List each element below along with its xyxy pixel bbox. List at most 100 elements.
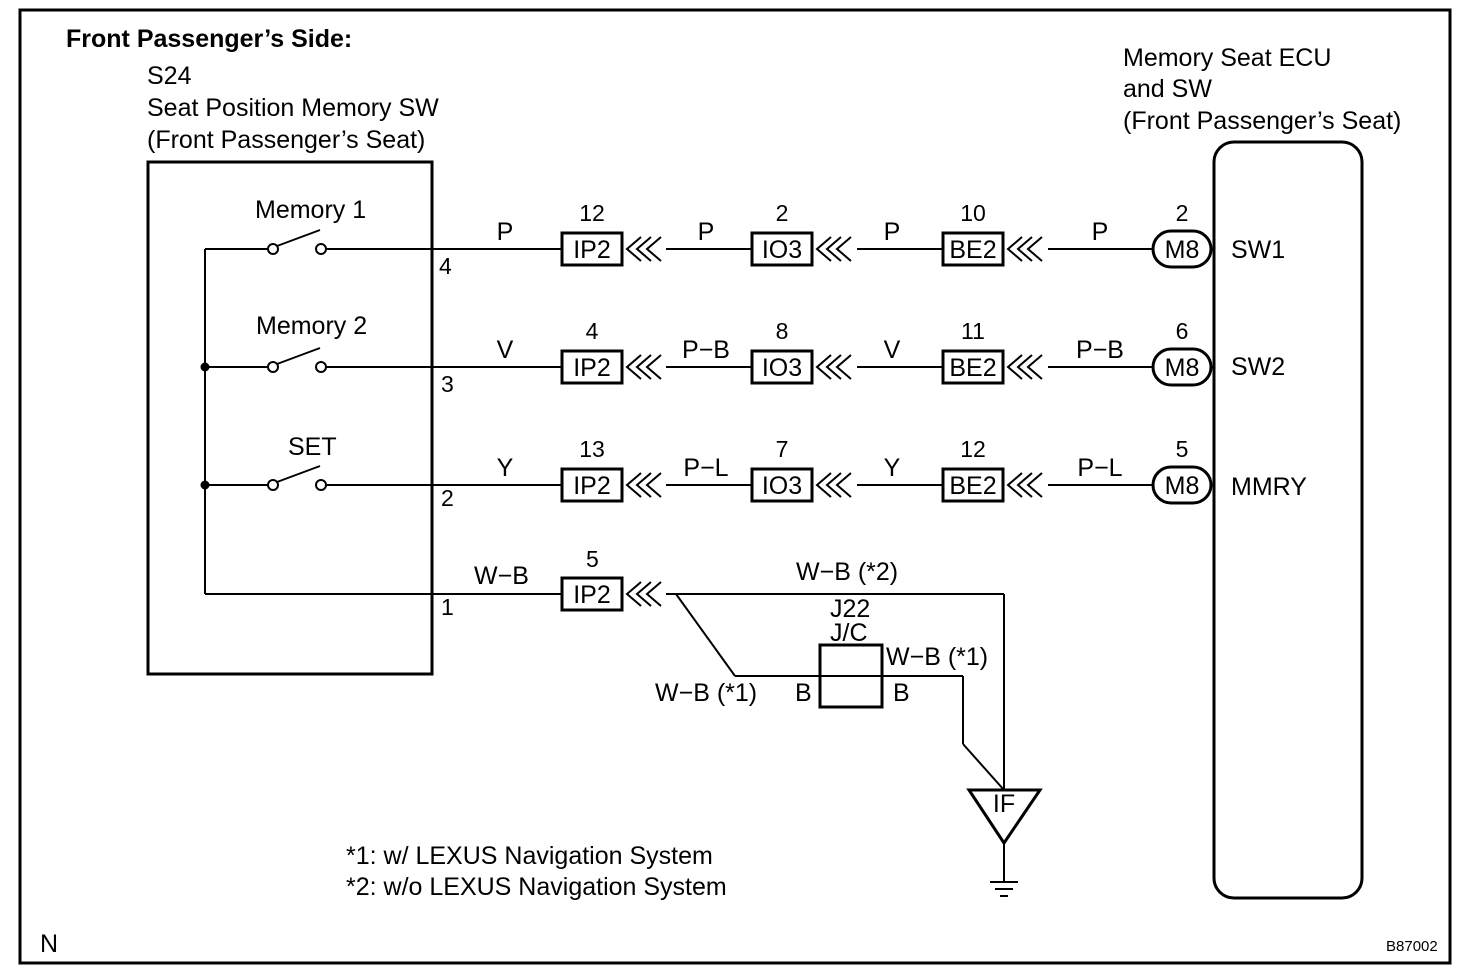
io3-chevrons <box>815 236 852 262</box>
io3-pin: 7 <box>776 436 789 462</box>
set-pin: 2 <box>441 485 454 511</box>
m8-connector <box>1151 347 1213 387</box>
ecu-line1: Memory Seat ECU <box>1123 44 1331 72</box>
memory2-pin: 3 <box>441 371 454 397</box>
ip2-pin: 12 <box>579 200 605 226</box>
memory1-switch <box>267 229 432 255</box>
ip2-chevrons <box>625 236 662 262</box>
m8-connector <box>1151 229 1213 269</box>
be2-pin: 12 <box>960 436 986 462</box>
ecu-line3: (Front Passenger’s Seat) <box>1123 107 1401 135</box>
m8-connector-label: M8 <box>1165 472 1200 500</box>
wire-a-color-label: P <box>497 218 514 246</box>
ip2-connector-label: IP2 <box>573 236 611 264</box>
ip2-pin: 4 <box>586 318 599 344</box>
ecu-terminal-sw1: SW1 <box>1231 236 1285 264</box>
m8-connector-label: M8 <box>1165 236 1200 264</box>
junction-pin-left: B <box>795 679 812 707</box>
m8-pin: 2 <box>1176 200 1189 226</box>
ip2-connector <box>560 349 624 385</box>
m8-pin: 5 <box>1176 436 1189 462</box>
junction-code: J22 <box>830 595 870 623</box>
ip2-connector-label: IP2 <box>573 472 611 500</box>
ground-ip2-label: IP2 <box>573 581 611 609</box>
io3-connector <box>750 467 814 503</box>
be2-connector <box>941 467 1005 503</box>
ecu-line2: and SW <box>1123 75 1212 103</box>
diagram-frame <box>18 8 1452 965</box>
footer-left: N <box>40 930 58 958</box>
ground-ip2-pin: 5 <box>586 546 599 572</box>
io3-connector-label: IO3 <box>762 354 802 382</box>
ip2-chevrons <box>625 472 662 498</box>
ground-point-label: IF <box>993 790 1015 818</box>
be2-chevrons <box>1006 354 1043 380</box>
ground-wire-label: W−B <box>474 562 529 590</box>
wire-c-color-label: P <box>884 218 901 246</box>
footer-right: B87002 <box>1386 938 1438 955</box>
io3-connector-label: IO3 <box>762 472 802 500</box>
ecu-box <box>1212 140 1364 900</box>
io3-connector <box>750 349 814 385</box>
set-label: SET <box>288 433 337 461</box>
junction-name: J/C <box>830 619 868 647</box>
ground-pin: 1 <box>441 594 454 620</box>
note-2: *2: w/o LEXUS Navigation System <box>346 873 727 901</box>
be2-connector <box>941 231 1005 267</box>
ip2-connector <box>560 231 624 267</box>
wire-c-color-label: V <box>884 336 901 364</box>
memory2-switch <box>267 347 432 373</box>
set-switch <box>267 465 432 491</box>
ground-circuit <box>432 593 1018 897</box>
m8-connector-label: M8 <box>1165 354 1200 382</box>
io3-chevrons <box>815 472 852 498</box>
wire-c-color-label: Y <box>884 454 901 482</box>
wire-a-color-label: Y <box>497 454 514 482</box>
be2-connector <box>941 349 1005 385</box>
io3-pin: 8 <box>776 318 789 344</box>
wire-b-color-label: P−L <box>683 454 728 482</box>
be2-chevrons <box>1006 236 1043 262</box>
ground-ip2-chevrons <box>625 581 662 607</box>
switch-common-bus <box>200 248 432 595</box>
io3-chevrons <box>815 354 852 380</box>
be2-connector-label: BE2 <box>949 472 996 500</box>
wire-d-color-label: P−B <box>1076 336 1124 364</box>
ip2-chevrons <box>625 354 662 380</box>
ip2-pin: 13 <box>579 436 605 462</box>
ground-ip2-connector <box>560 576 624 612</box>
memory1-label: Memory 1 <box>255 196 366 224</box>
be2-pin: 10 <box>960 200 986 226</box>
memory1-pin: 4 <box>439 253 452 279</box>
m8-connector <box>1151 465 1213 505</box>
memory2-label: Memory 2 <box>256 312 367 340</box>
io3-connector-label: IO3 <box>762 236 802 264</box>
section-title: Front Passenger’s Side: <box>66 25 352 53</box>
junction-pin-right: B <box>893 679 910 707</box>
switch-unit-subname: (Front Passenger’s Seat) <box>147 126 425 154</box>
ground-point-symbol <box>966 788 1043 846</box>
note-1: *1: w/ LEXUS Navigation System <box>346 842 713 870</box>
be2-chevrons <box>1006 472 1043 498</box>
ground-wire-top-label: W−B (*2) <box>796 558 898 586</box>
be2-connector-label: BE2 <box>949 236 996 264</box>
ip2-connector <box>560 467 624 503</box>
io3-pin: 2 <box>776 200 789 226</box>
be2-pin: 11 <box>961 318 985 344</box>
wire-b-color-label: P−B <box>682 336 730 364</box>
ecu-terminal-sw2: SW2 <box>1231 353 1285 381</box>
wire-b-color-label: P <box>698 218 715 246</box>
be2-connector-label: BE2 <box>949 354 996 382</box>
ip2-connector-label: IP2 <box>573 354 611 382</box>
switch-unit-box <box>146 160 434 676</box>
switch-unit-name: Seat Position Memory SW <box>147 94 439 122</box>
wire-d-color-label: P−L <box>1077 454 1122 482</box>
wire-d-color-label: P <box>1092 218 1109 246</box>
switch-unit-code: S24 <box>147 62 192 90</box>
io3-connector <box>750 231 814 267</box>
